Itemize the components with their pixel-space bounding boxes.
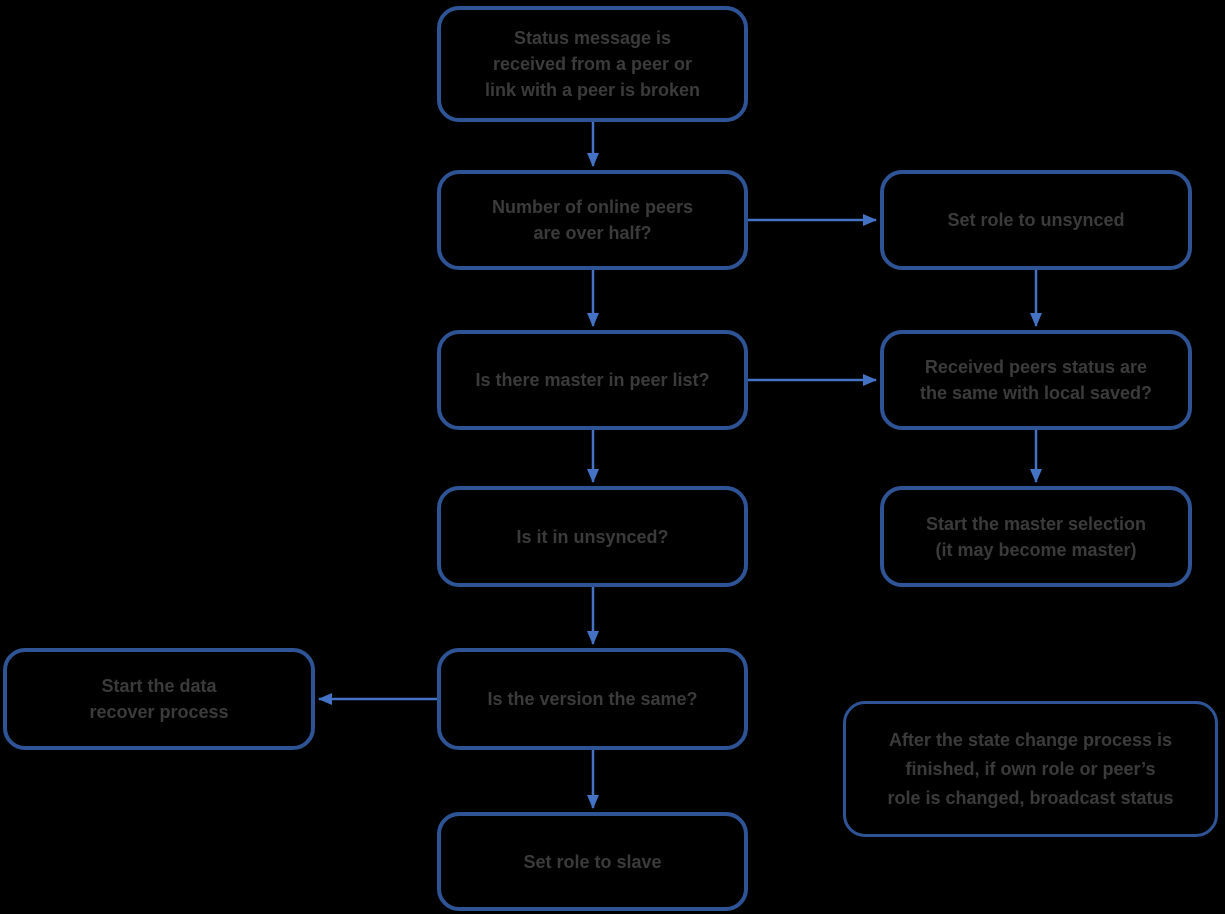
node-label: Start the data recover process bbox=[89, 676, 229, 722]
node-label: Status message is received from a peer o… bbox=[484, 28, 701, 100]
node-label: Number of online peers are over half? bbox=[491, 197, 694, 243]
node-label: After the state change process is finish… bbox=[887, 729, 1174, 808]
node-label: Set role to unsynced bbox=[947, 210, 1125, 230]
node-start-master-selection: Start the master selection (it may becom… bbox=[880, 486, 1192, 587]
node-status-message-received: Status message is received from a peer o… bbox=[437, 6, 748, 122]
node-set-role-to-slave: Set role to slave bbox=[437, 812, 748, 911]
node-received-peers-status-same: Received peers status are the same with … bbox=[880, 330, 1192, 430]
node-label: Is it in unsynced? bbox=[516, 526, 669, 547]
node-label: Is the version the same? bbox=[487, 689, 698, 709]
node-is-version-the-same: Is the version the same? bbox=[437, 648, 748, 750]
node-label: Start the master selection (it may becom… bbox=[925, 513, 1147, 560]
node-label: Is there master in peer list? bbox=[475, 370, 710, 390]
node-start-data-recover-process: Start the data recover process bbox=[3, 648, 315, 750]
node-broadcast-status-note: After the state change process is finish… bbox=[843, 701, 1218, 837]
node-label: Set role to slave bbox=[523, 851, 662, 872]
node-online-peers-over-half: Number of online peers are over half? bbox=[437, 170, 748, 270]
node-is-there-master-in-peer-list: Is there master in peer list? bbox=[437, 330, 748, 430]
node-is-it-in-unsynced: Is it in unsynced? bbox=[437, 486, 748, 587]
node-label: Received peers status are the same with … bbox=[919, 357, 1153, 403]
node-set-role-to-unsynced: Set role to unsynced bbox=[880, 170, 1192, 270]
